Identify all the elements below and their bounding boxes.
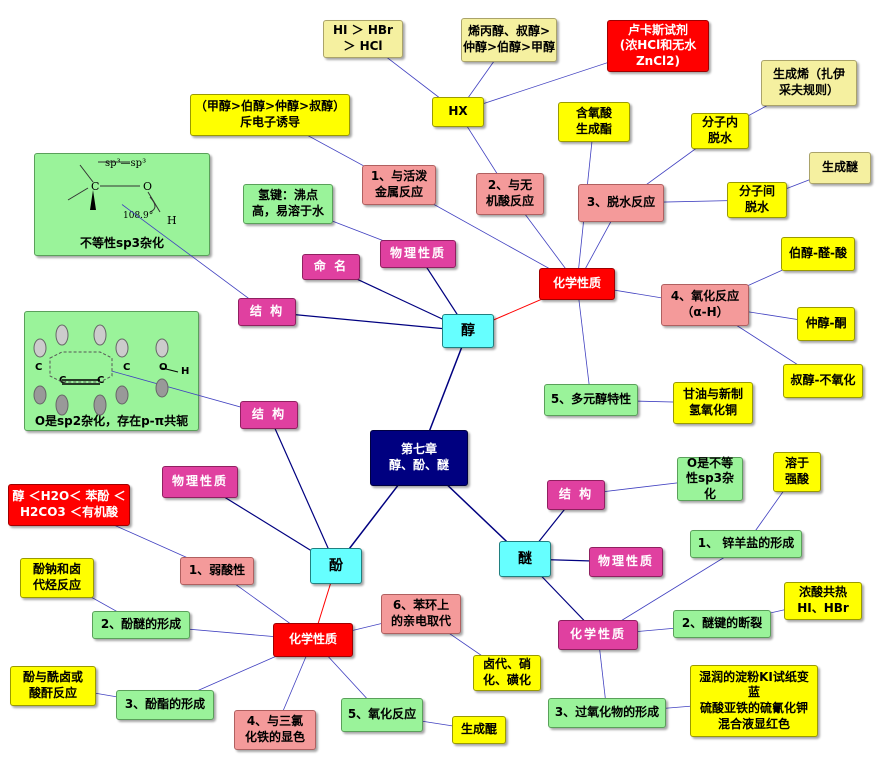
ether-node[interactable]: 醚 [499,541,551,577]
alcohol-physical-note: 氢键：沸点 高，易溶于水 [243,184,333,224]
alcohol-metal-note: （甲醇>伯醇>仲醇>叔醇） 斥电子诱导 [190,94,350,136]
o-label: O [159,362,168,373]
connector-alcohol-chemical-to-alcohol-reaction-polyol [576,283,592,401]
ether-peroxide-formation[interactable]: 3、过氧化物的形成 [548,698,666,728]
phenol-node[interactable]: 酚 [310,548,362,584]
ether-chemical[interactable]: 化学性质 [558,620,638,650]
hx-order-note: HI ＞ HBr ＞ HCl [323,20,403,58]
lucas-reagent: 卢卡斯试剂 (浓HCl和无水 ZnCl2) [607,20,709,72]
angle-label: 108.9° [123,211,154,221]
quinone-note: 生成醌 [452,716,506,744]
alcohol-reaction-oxidation[interactable]: 4、氧化反应 （α-H） [661,284,749,326]
alcohol-reaction-acid[interactable]: 2、与无 机酸反应 [476,173,544,215]
polyol-note: 甘油与新制 氢氧化铜 [673,382,753,424]
alcohol-structure[interactable]: 结 构 [238,298,296,326]
intramolecular-dehydration[interactable]: 分子内 脱水 [691,113,749,149]
phenol-ether-note: 酚钠和卤 代烃反应 [20,558,94,598]
alcohol-structure-caption: 不等性sp3杂化 [79,236,165,250]
acidity-order-note: 醇 ＜H2O＜ 苯酚 ＜ H2CO3 ＜有机酸 [8,484,130,526]
alcohol-reaction-dehydration[interactable]: 3、脱水反应 [578,184,664,222]
c-label-6: C [123,362,131,373]
phenol-electrophilic-substitution[interactable]: 6、苯环上 的亲电取代 [381,594,461,634]
alcohol-chemical[interactable]: 化学性质 [539,268,615,300]
hx-alcohol-order-note: 烯丙醇、叔醇> 仲醇>伯醇>甲醇 [461,18,557,62]
c-label-1: C [35,340,43,351]
oxidation-tertiary: 叔醇-不氧化 [783,364,863,398]
peroxide-note: 湿润的淀粉KI试纸变 蓝 硫酸亚铁的硫氰化钾 混合液显红色 [690,665,818,737]
cleavage-note: 浓酸共热 HI、HBr [784,582,862,620]
ether-structure[interactable]: 结 构 [547,480,605,510]
phenol-ester-note: 酚与酰卤或 酸酐反应 [10,666,96,706]
phenol-structure-caption: O是sp2杂化，存在p-π共轭 [34,414,189,428]
c-label-4: C [59,375,67,386]
ether-bond-cleavage[interactable]: 2、醚键的断裂 [673,610,771,638]
phenol-chemical[interactable]: 化学性质 [273,623,353,657]
alcohol-reaction-polyol[interactable]: 5、多元醇特性 [544,384,638,416]
c-label-2: C [117,340,125,351]
phenol-ether-formation[interactable]: 2、酚醚的形成 [92,611,190,639]
hydrogen-label: H [167,214,177,227]
phenol-ester-formation[interactable]: 3、酚酯的形成 [116,690,214,720]
oxygen-label: O [143,180,153,193]
oxidation-primary: 伯醇-醛-酸 [781,237,855,271]
phenol-structure[interactable]: 结 构 [240,401,298,429]
intermolecular-dehydration[interactable]: 分子间 脱水 [727,182,787,218]
c-label-5: C [97,375,105,386]
ether-structure-note: O是不等 性sp3杂 化 [677,456,743,501]
phenol-physical[interactable]: 物理性质 [162,466,238,498]
alcohol-structure-box: sp³—sp³ C O 108.9° H 不等性sp3杂化 [34,153,210,256]
phenol-fecl3-color[interactable]: 4、与三氯 化铁的显色 [234,710,316,750]
ether-onium-salt[interactable]: 1、 锌羊盐的形成 [690,530,802,558]
h-label: H [181,366,190,377]
phenol-structure-box: C C C C C C O H O是sp2杂化，存在p-π共轭 [24,311,199,431]
ether-product-note: 生成醚 [809,152,871,184]
alcohol-naming[interactable]: 命 名 [302,254,360,280]
connector-phenol-node-to-phenol-structure [268,414,337,567]
oxidation-secondary: 仲醇-酮 [797,307,855,341]
onium-note: 溶于 强酸 [773,452,821,492]
alkene-note: 生成烯（扎伊 采夫规则） [761,60,857,106]
alcohol-hx[interactable]: HX [432,97,484,127]
carbon-label: C [91,180,100,193]
alcohol-reaction-metal[interactable]: 1、与活泼 金属反应 [362,165,436,205]
sp3-label: sp³—sp³ [105,158,147,169]
c-label-3: C [35,362,43,373]
substitution-note: 卤代、硝 化、磺化 [473,655,541,691]
center-topic[interactable]: 第七章 醇、酚、醚 [370,430,468,486]
phenol-oxidation[interactable]: 5、氧化反应 [341,698,423,732]
phenol-weak-acid[interactable]: 1、弱酸性 [180,557,254,585]
alcohol-physical[interactable]: 物理性质 [380,240,456,268]
ether-physical[interactable]: 物理性质 [589,547,663,577]
alcohol-node[interactable]: 醇 [442,314,494,348]
oxyacid-ester: 含氧酸 生成酯 [558,102,630,142]
connector-alcohol-node-to-alcohol-structure [266,311,469,332]
